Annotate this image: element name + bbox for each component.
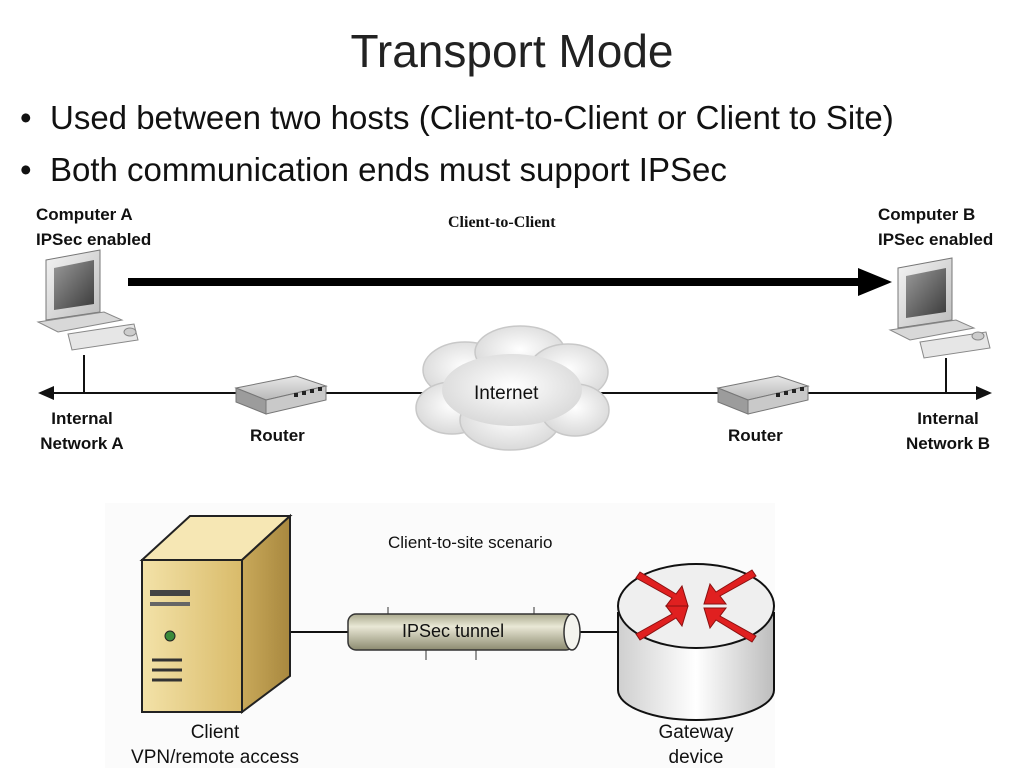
router-left-label: Router [250, 426, 305, 445]
arrowhead-right-icon [976, 386, 992, 400]
computer-a-status: IPSec enabled [36, 230, 152, 249]
network-a-line1: Internal [51, 409, 113, 428]
computer-a-label: Computer A IPSec enabled [36, 202, 151, 252]
router-right-icon [716, 375, 810, 415]
gateway-label-line1: Gateway [658, 722, 734, 743]
internet-cloud-icon [415, 325, 610, 451]
internet-label: Internet [474, 383, 539, 404]
network-a-label: Internal Network A [34, 406, 130, 456]
router-right-label: Router [728, 426, 783, 445]
arrowhead-icon [858, 268, 892, 296]
computer-b-name: Computer B [878, 205, 976, 224]
router-left-icon [234, 375, 328, 415]
arrowhead-left-icon [38, 386, 54, 400]
gateway-label: Gateway device [626, 720, 766, 770]
scenario-label: Client-to-site scenario [388, 533, 553, 552]
bullet-item: Used between two hosts (Client-to-Client… [20, 92, 894, 144]
network-b-label: Internal Network B [900, 406, 996, 456]
computer-b-icon [888, 257, 991, 359]
gateway-label-line2: device [668, 747, 724, 768]
tunnel-label: IPSec tunnel [402, 621, 505, 641]
client-label-line1: Client [190, 722, 240, 743]
computer-a-icon [36, 249, 139, 351]
client-server-icon [139, 513, 293, 714]
slide-title: Transport Mode [350, 25, 674, 77]
network-a-line2: Network A [40, 434, 124, 453]
bullet-list: Used between two hosts (Client-to-Client… [20, 92, 894, 196]
gateway-router-icon [617, 563, 775, 721]
network-b-line2: Network B [905, 434, 991, 453]
computer-a-name: Computer A [36, 205, 133, 224]
ipsec-tunnel-icon [347, 607, 581, 660]
client-label-line2: VPN/remote access [131, 747, 299, 768]
client-label: Client VPN/remote access [110, 720, 320, 770]
client-to-client-label: Client-to-Client [448, 214, 556, 231]
computer-b-status: IPSec enabled [878, 230, 994, 249]
network-b-line1: Internal [917, 409, 979, 428]
computer-b-label: Computer B IPSec enabled [878, 202, 993, 252]
bullet-item: Both communication ends must support IPS… [20, 144, 894, 196]
